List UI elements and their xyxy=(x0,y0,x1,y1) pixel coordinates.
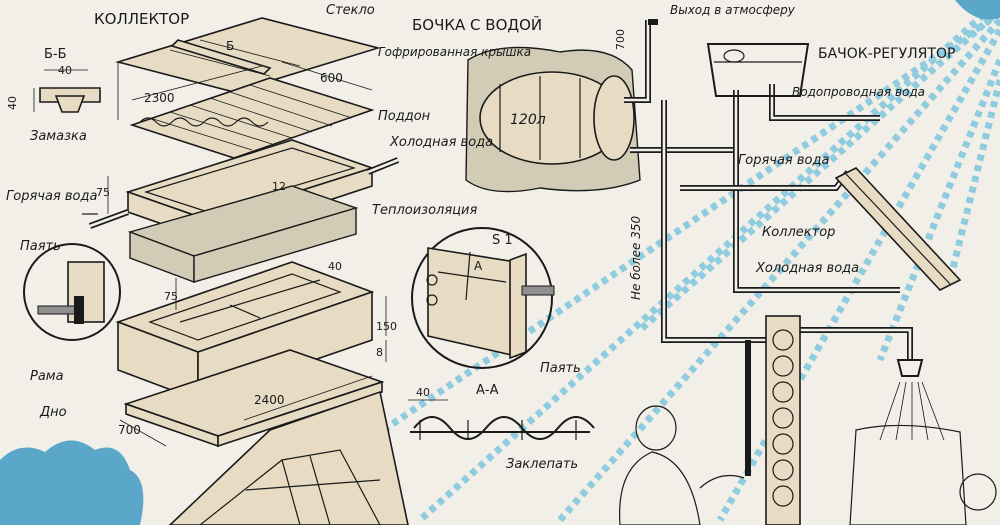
glass-slat xyxy=(170,39,272,75)
sun-shape xyxy=(955,0,1000,20)
bottom-board xyxy=(123,349,385,448)
s1-detail xyxy=(411,227,555,369)
dim-8: 8 xyxy=(376,346,383,359)
barrel-title: БОЧКА С ВОДОЙ xyxy=(412,15,542,34)
cold-water-pipe xyxy=(366,157,400,175)
water-barrel xyxy=(465,46,641,193)
tap-water-label: Водопроводная вода xyxy=(792,85,925,99)
dim-75-a: 75 xyxy=(96,186,110,199)
section-b-mark: Б xyxy=(226,39,234,53)
dim-40-frame: 40 xyxy=(328,260,342,273)
solder-detail-left xyxy=(23,243,121,341)
cold-water-right-label: Холодная вода xyxy=(755,261,859,276)
dim-150: 150 xyxy=(376,320,397,333)
section-aa xyxy=(408,399,595,440)
collector-exploded-view xyxy=(107,17,387,448)
putty-label: Замазка xyxy=(30,129,87,144)
solder-left-label: Паять xyxy=(20,239,61,254)
cold-water-label: Холодная вода xyxy=(389,135,493,150)
shower xyxy=(849,359,967,525)
cloud-shape xyxy=(0,440,144,525)
rivet-label: Заклепать xyxy=(506,457,578,472)
dim-700-bottom: 700 xyxy=(118,423,141,437)
corrugated-roof-label: Гофрированная крышка xyxy=(378,45,531,59)
insulation-label: Теплоизоляция xyxy=(372,203,477,218)
dim-40-side: 40 xyxy=(6,96,19,110)
section-aa-label: А-А xyxy=(476,383,499,398)
collector-panel-right xyxy=(834,167,962,291)
dim-40-bb: 40 xyxy=(58,64,72,77)
collector-title: КОЛЛЕКТОР xyxy=(94,10,189,28)
hot-water-right-label: Горячая вода xyxy=(738,153,829,168)
house-with-collector xyxy=(168,390,409,525)
collector-right-label: Коллектор xyxy=(762,225,835,240)
dim-2400: 2400 xyxy=(254,393,285,407)
glass-sheet xyxy=(115,17,381,93)
woman-washing-figure xyxy=(619,405,745,525)
section-bb xyxy=(33,69,101,113)
dim-600: 600 xyxy=(320,71,343,85)
dim-40-aa: 40 xyxy=(416,386,430,399)
bottom-label: Дно xyxy=(39,405,67,420)
barrel-volume: 120л xyxy=(510,112,546,128)
max-350-label: Не более 350 xyxy=(629,216,643,300)
section-bb-label: Б-Б xyxy=(44,47,67,62)
heater-column xyxy=(765,315,801,525)
corrugated-cover xyxy=(129,77,375,159)
dim-75-b: 75 xyxy=(164,290,178,303)
tray-label: Поддон xyxy=(378,109,431,124)
vent-label: Выход в атмосферу xyxy=(670,3,796,17)
dim-2300: 2300 xyxy=(144,91,175,105)
regulator-tank-label: БАЧОК-РЕГУЛЯТОР xyxy=(818,46,955,62)
glass-label: Стекло xyxy=(326,3,375,18)
regulator-tank xyxy=(706,43,810,97)
hot-water-left-label: Горячая вода xyxy=(6,189,97,204)
solder-right-label: Паять xyxy=(540,361,581,376)
frame-label: Рама xyxy=(30,369,64,384)
hot-water-pipe-left xyxy=(82,209,130,229)
insulation-slab xyxy=(127,185,359,284)
detail-s1-label: S 1 xyxy=(492,233,513,248)
dim-700-pipe: 700 xyxy=(614,29,627,50)
detail-a-mark: А xyxy=(474,259,483,273)
sun-rays xyxy=(278,0,1000,523)
child-face xyxy=(959,473,997,511)
dim-12: 12 xyxy=(272,180,286,193)
labels: КОЛЛЕКТОР Стекло Гофрированная крышка Б-… xyxy=(6,3,955,472)
